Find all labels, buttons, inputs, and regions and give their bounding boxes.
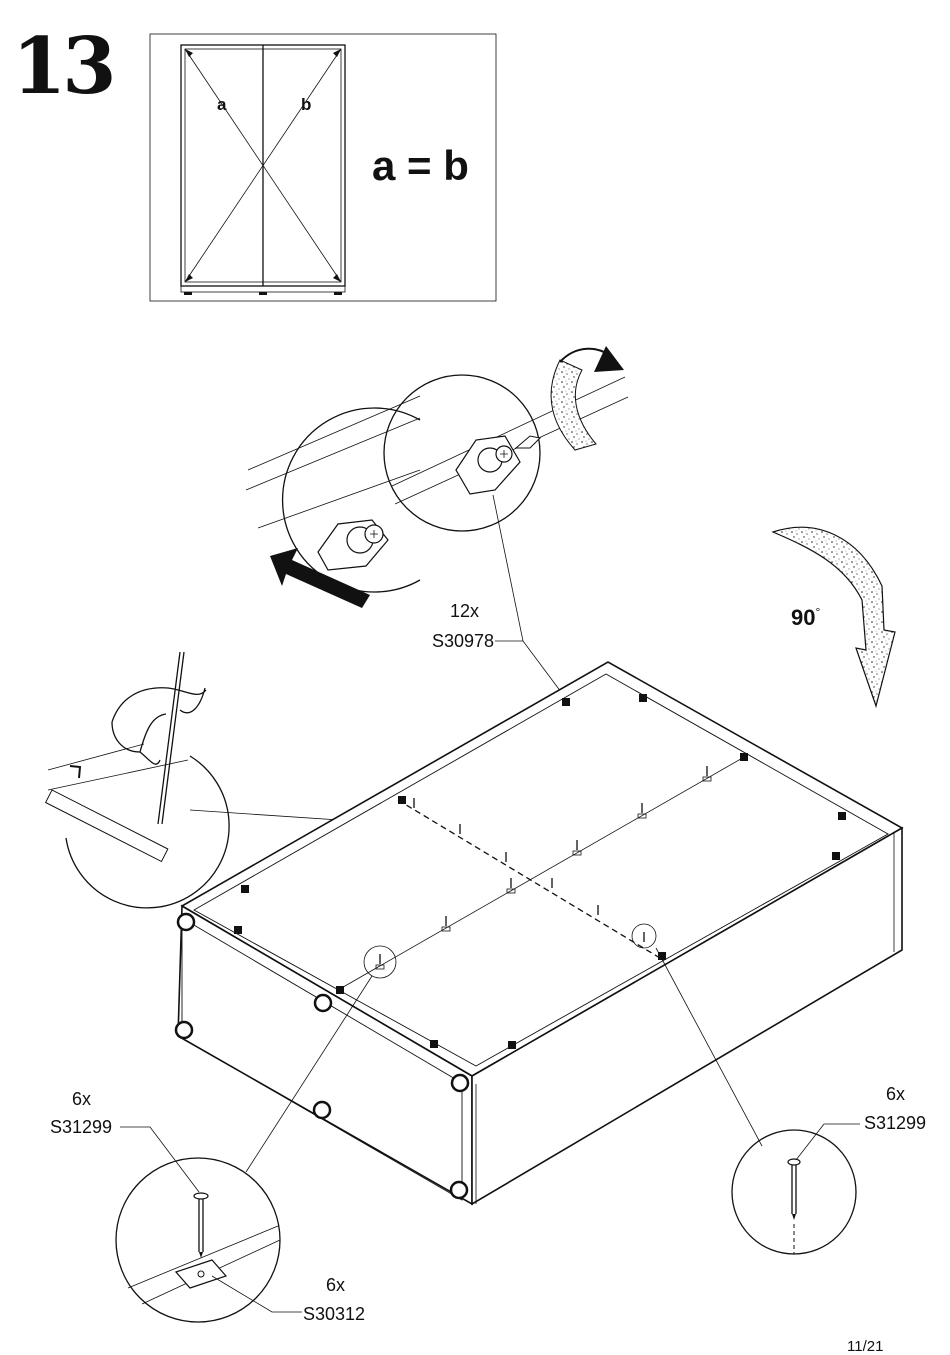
nail-detail	[731, 1123, 860, 1255]
nail-left-code: S31299	[50, 1117, 113, 1137]
rotation-arrow-icon	[771, 526, 896, 709]
diagonal-label-a: a	[217, 95, 227, 114]
bracket-code: S30978	[432, 631, 495, 651]
nail-icon	[413, 798, 645, 942]
cabinet-carcass	[174, 661, 904, 1206]
bracket-leader	[492, 494, 568, 701]
curved-arrow-icon	[550, 346, 624, 451]
arrow-icon	[270, 548, 370, 608]
plate-qty: 6x	[326, 1275, 346, 1295]
bracket-qty: 12x	[450, 601, 480, 621]
page-number: 11/21	[847, 1338, 884, 1355]
step-number: 13	[12, 21, 117, 112]
bracket-screw-detail	[383, 346, 629, 532]
diagonal-equation: a = b	[372, 142, 469, 189]
hand-pencil-icon	[111, 651, 207, 825]
plate-icon	[375, 766, 712, 970]
square-check-diagram	[149, 33, 497, 302]
nail-icon	[193, 1192, 209, 1258]
bracket-insert-detail	[245, 395, 421, 608]
nail-icon	[787, 1158, 801, 1254]
nail-plate-detail	[115, 1126, 302, 1323]
screw-icon	[234, 694, 846, 1049]
nail-right-code: S31299	[864, 1113, 927, 1133]
diagonal-label-b: b	[301, 95, 312, 114]
hand-pencil-detail	[44, 651, 230, 909]
screwdriver-tip-icon	[514, 435, 542, 449]
rotation-label: 90°	[791, 605, 821, 630]
nail-left-qty: 6x	[72, 1089, 92, 1109]
nail-right-qty: 6x	[886, 1084, 906, 1104]
plate-code: S30312	[303, 1304, 366, 1324]
